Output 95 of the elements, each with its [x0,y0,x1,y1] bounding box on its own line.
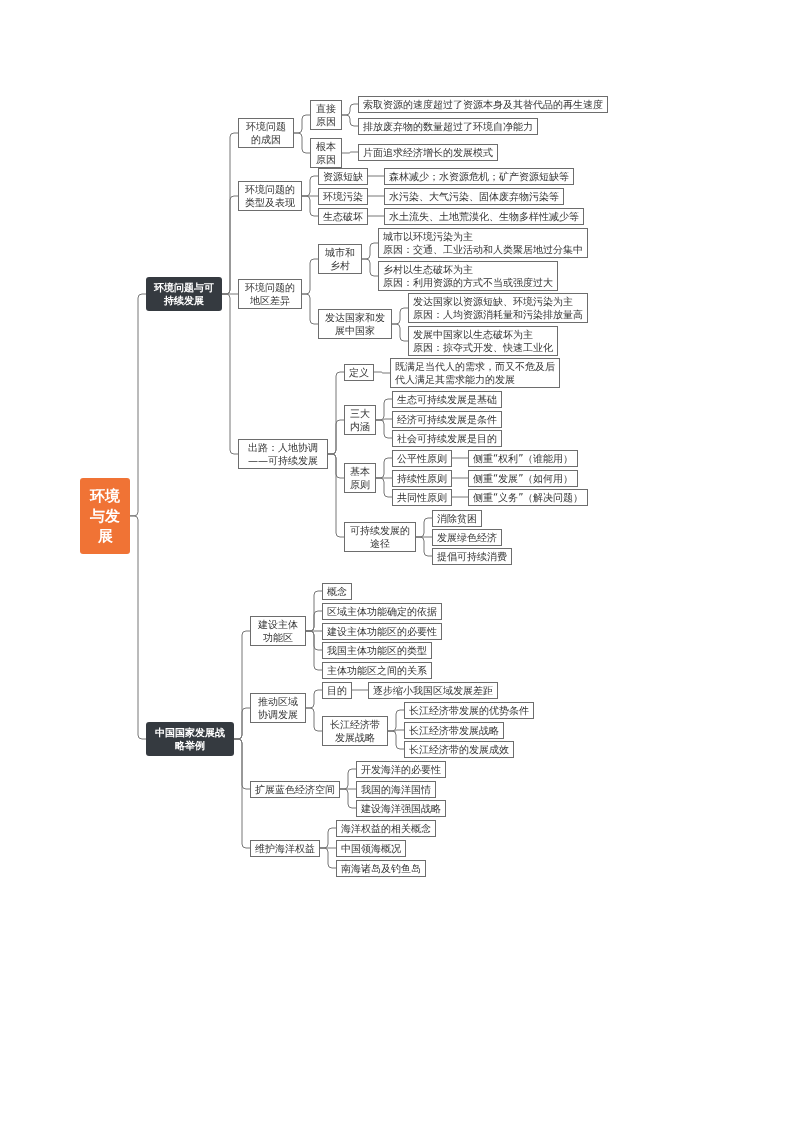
connector-line [373,371,391,374]
note-line: 原因：利用资源的方式不当或强度过大 [383,276,553,289]
topic-box: 三大内涵 [344,405,376,435]
topic-box: 消除贫困 [432,509,482,527]
topic-box: 基本原则 [344,463,376,493]
note-box [378,228,588,258]
topic-box: 环境问题的成因 [238,118,294,148]
connector-line [367,195,385,197]
topic-box: 区域主体功能确定的依据 [322,602,442,620]
connector-line [339,788,357,809]
note-line: 原因：掠夺式开发、快速工业化 [413,341,553,354]
topic-box: 水土流失、土地荒漠化、生物多样性减少等 [384,207,584,225]
topic-box: 持续性原则 [392,469,452,487]
connector-line [375,477,393,498]
note-box [378,261,558,291]
topic-box: 建设主体功能区的必要性 [322,622,442,640]
topic-box: 南海诸岛及钓鱼岛 [336,859,426,877]
branch-box: 中国国家发展战略举例 [146,722,234,756]
topic-box: 出路：人地协调——可持续发展 [238,439,328,469]
connector-line [233,738,251,849]
topic-box: 森林减少；水资源危机；矿产资源短缺等 [384,167,574,185]
topic-box: 扩展蓝色经济空间 [250,780,340,798]
topic-box: 水污染、大气污染、固体废弃物污染等 [384,187,564,205]
connector-line [293,132,311,154]
topic-box: 发达国家和发展中国家 [318,309,392,339]
topic-box: 发展绿色经济 [432,528,502,546]
topic-box: 侧重“义务”（解决问题） [468,488,589,506]
note-box [408,293,588,323]
topic-box: 公平性原则 [392,449,452,467]
topic-box: 环境问题的类型及表现 [238,181,302,211]
topic-box: 片面追求经济增长的发展模式 [358,143,498,161]
topic-box: 概念 [322,582,352,600]
connector-line [129,515,147,740]
note-line: 发达国家以资源短缺、环境污染为主 [413,295,574,308]
topic-box: 我国主体功能区的类型 [322,641,432,659]
connector-line [341,114,359,127]
connector-line [301,195,319,217]
topic-box: 索取资源的速度超过了资源本身及其替代品的再生速度 [358,95,608,113]
connector-line [415,536,433,557]
topic-box: 生态破坏 [318,207,368,225]
topic-box: 环境污染 [318,187,368,205]
topic-box: 长江经济带发展战略 [404,721,504,739]
topic-box: 环境问题的地区差异 [238,279,302,309]
topic-box: 海洋权益的相关概念 [336,819,436,837]
topic-box: 资源短缺 [318,167,368,185]
connector-line [451,477,469,479]
topic-box: 长江经济带发展的优势条件 [404,701,534,719]
topic-box: 经济可持续发展是条件 [392,410,502,428]
topic-box: 逐步缩小我国区域发展差距 [368,681,498,699]
topic-box: 建设海洋强国战略 [356,799,446,817]
topic-box: 排放废弃物的数量超过了环境自净能力 [358,117,538,135]
connector-line [319,847,337,869]
connector-line [351,689,369,691]
connector-line [367,175,385,177]
connector-line [391,323,409,342]
note-line: 发展中国家以生态破坏为主 [413,328,534,341]
note-line: 城市以环境污染为主 [383,230,474,243]
topic-box: 侧重“权利”（谁能用） [468,449,579,467]
note-box [408,326,558,356]
topic-box: 目的 [322,681,352,699]
root-topic-box: 环境与发展 [80,477,130,555]
topic-box: 开发海洋的必要性 [356,760,446,778]
topic-box: 主体功能区之间的关系 [322,661,432,679]
topic-box: 长江经济带的发展成效 [404,740,514,758]
topic-box: 生态可持续发展是基础 [392,390,502,408]
topic-box: 建设主体功能区 [250,616,306,646]
topic-box: 中国领海概况 [336,839,406,857]
connector-line [375,419,393,439]
connector-line [341,151,359,154]
topic-box: 直接原因 [310,100,342,130]
topic-box: 可持续发展的途径 [344,522,416,552]
branch-box: 环境问题与可持续发展 [146,277,222,311]
topic-box: 共同性原则 [392,488,452,506]
note-line: 原因：交通、工业活动和人类聚居地过分集中 [383,243,583,256]
connector-line [327,453,345,538]
topic-box: 提倡可持续消费 [432,547,512,565]
topic-box: 推动区域协调发展 [250,693,306,723]
connector-line [451,496,469,498]
topic-box: 我国的海洋国情 [356,780,436,798]
note-line: 原因：人均资源消耗量和污染排放量高 [413,308,583,321]
topic-box: 维护海洋权益 [250,839,320,857]
topic-box: 侧重“发展”（如何用） [468,469,579,487]
topic-box: 城市和乡村 [318,244,362,274]
connector-line [361,258,379,277]
topic-box: 长江经济带发展战略 [322,716,388,746]
connector-line [451,457,469,459]
connector-line [301,293,319,325]
topic-box: 根本原因 [310,138,342,168]
connector-line [221,293,239,455]
topic-box: 定义 [344,363,374,381]
connector-line [367,215,385,217]
topic-box: 社会可持续发展是目的 [392,429,502,447]
note-line: 乡村以生态破坏为主 [383,263,474,276]
note-box: 既满足当代人的需求，而又不危及后代人满足其需求能力的发展 [390,358,560,388]
connector-line [387,730,405,750]
